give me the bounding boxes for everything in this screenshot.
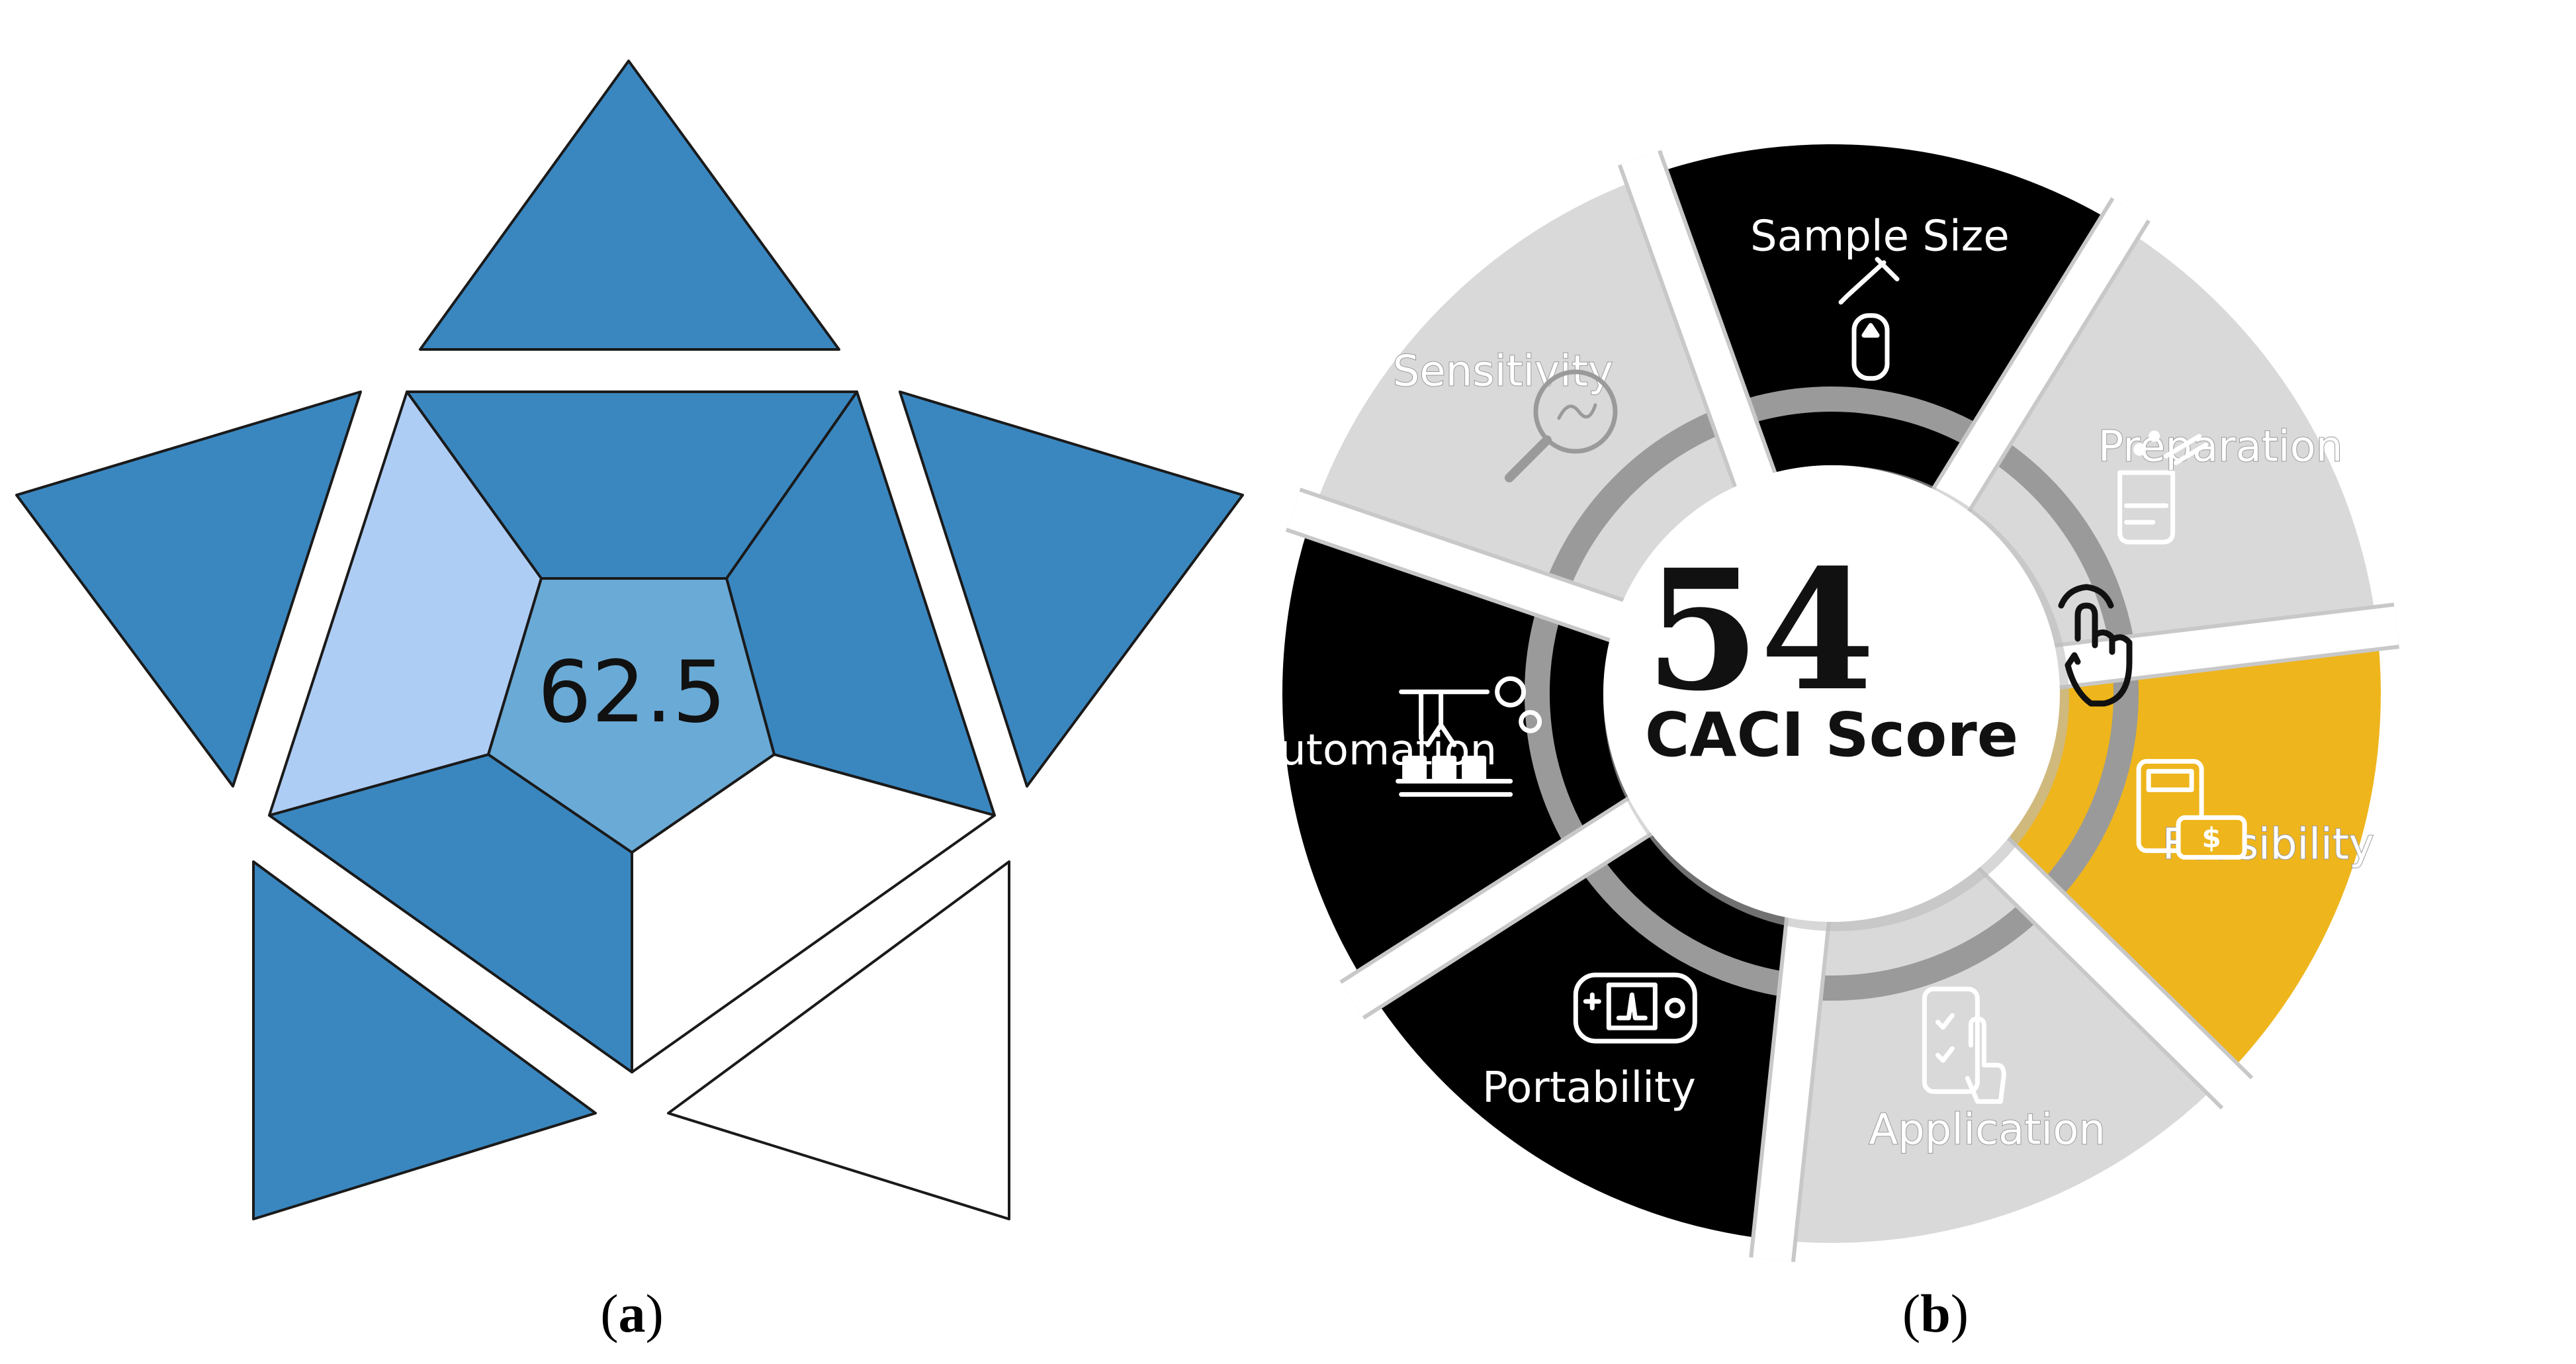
segment-separators bbox=[1285, 150, 2400, 1262]
ring-arc-sample-size bbox=[1748, 386, 1975, 444]
svg-text:$: $ bbox=[2201, 821, 2221, 854]
beaker-icon bbox=[2117, 430, 2209, 545]
separator bbox=[1932, 199, 2147, 516]
separator bbox=[1286, 491, 1628, 641]
handheld-device-icon bbox=[1573, 972, 1697, 1044]
label-automation: Automation bbox=[1250, 726, 1497, 775]
magnifier-icon bbox=[1504, 369, 1618, 482]
center-pentagon bbox=[487, 577, 776, 854]
caci-score-value: 54 bbox=[1645, 533, 1875, 727]
label-sample-size: Sample Size bbox=[1750, 212, 2010, 261]
top-triangle bbox=[419, 60, 840, 351]
panel-label-a: (a) bbox=[600, 1283, 664, 1343]
separator bbox=[1976, 835, 2250, 1107]
caci-wheel: 54 CACI Score Sample SizePreparationFeas… bbox=[1250, 144, 2400, 1262]
separator bbox=[1621, 151, 1775, 492]
segment-sensitivity bbox=[1311, 176, 1755, 620]
segment-icons: $ bbox=[1396, 257, 2247, 1104]
upper-left-triangle bbox=[15, 390, 362, 788]
star-pictogram: 62.5 bbox=[15, 60, 1244, 1220]
ring-arc-preparation bbox=[1996, 444, 2133, 641]
lower-right-triangle bbox=[667, 860, 1010, 1220]
ring-arc-portability bbox=[1585, 861, 1783, 996]
segment-application bbox=[1774, 854, 2223, 1243]
tap-hand-icon bbox=[2058, 584, 2133, 707]
center-disc bbox=[1603, 465, 2060, 922]
robot-arm-gears-icon bbox=[1396, 676, 1542, 797]
label-sensitivity: Sensitivity bbox=[1393, 347, 1613, 396]
ring-arc-feasibility bbox=[2045, 678, 2139, 893]
lower-left-triangle bbox=[252, 860, 597, 1220]
dropper-tube-icon bbox=[1838, 257, 1900, 381]
separator bbox=[1753, 912, 1828, 1262]
ring-arc-application bbox=[1820, 905, 2035, 1001]
label-application: Application bbox=[1869, 1105, 2106, 1154]
panel-label-b: (b) bbox=[1902, 1283, 1969, 1343]
phone-touch-icon bbox=[1922, 986, 2006, 1104]
score-value: 62.5 bbox=[538, 643, 727, 742]
upper-right-triangle bbox=[899, 390, 1244, 788]
label-portability: Portability bbox=[1482, 1064, 1696, 1113]
caci-score-label: CACI Score bbox=[1645, 700, 2018, 770]
calculator-money-icon: $ bbox=[2136, 758, 2247, 860]
separator bbox=[2049, 606, 2399, 686]
separator bbox=[1341, 796, 1656, 1017]
ring-arc-sensitivity bbox=[1548, 412, 1718, 584]
